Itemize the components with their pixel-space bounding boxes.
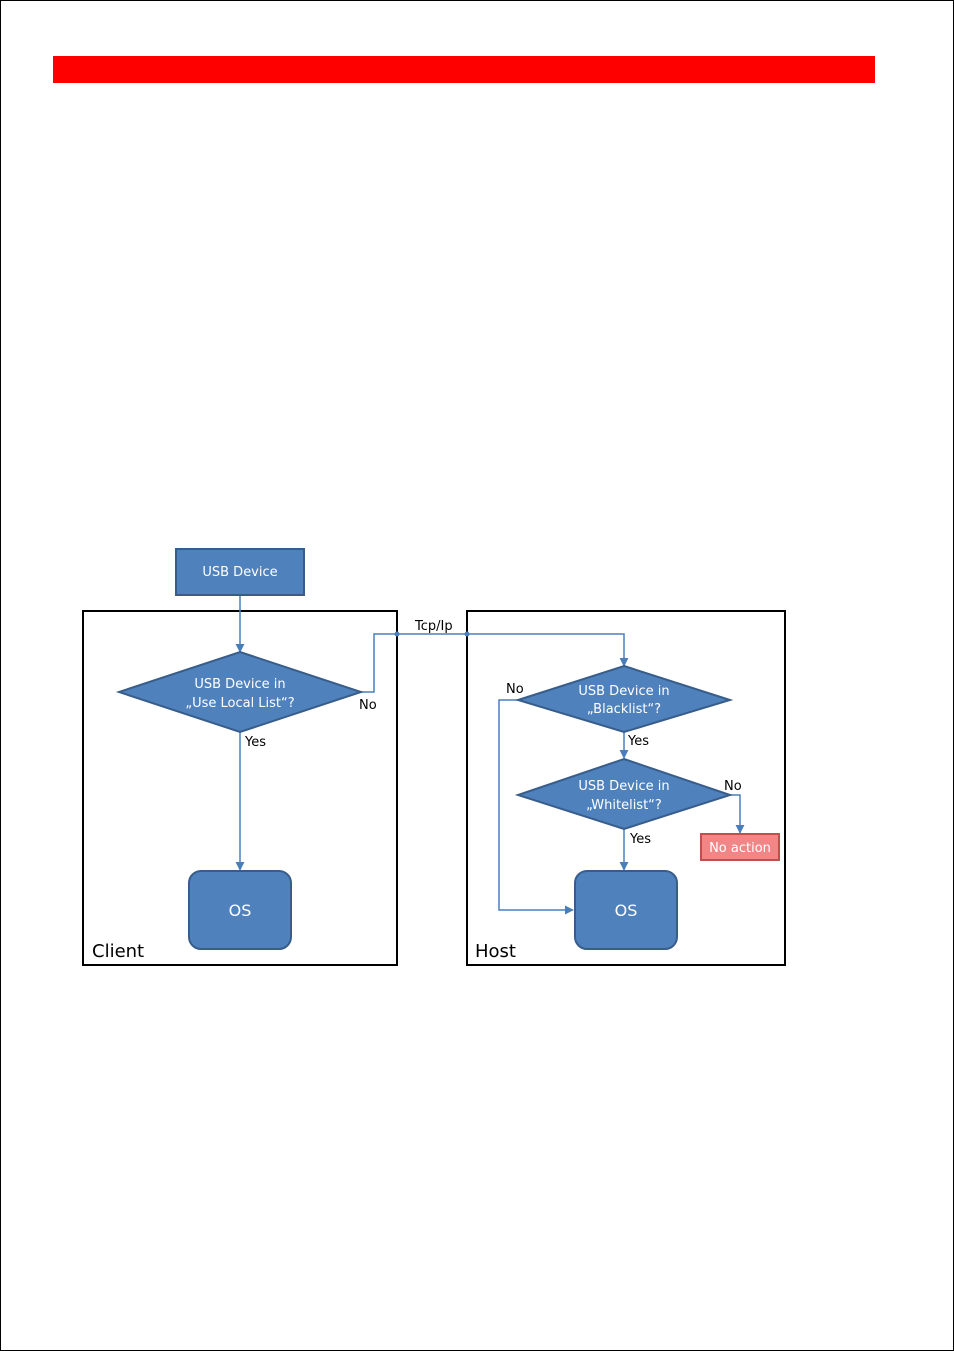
host-os-label: OS — [615, 901, 638, 920]
client-decision — [115, 650, 365, 734]
blacklist-decision-line1: USB Device in — [578, 684, 669, 699]
whitelist-no-label: No — [724, 779, 742, 794]
host-panel-label: Host — [475, 941, 516, 962]
blacklist-no-label: No — [506, 682, 524, 697]
client-decision-line1: USB Device in — [194, 677, 285, 692]
client-yes-label: Yes — [244, 735, 266, 750]
connectors — [235, 595, 745, 915]
client-decision-line2: „Use Local List“? — [185, 696, 294, 711]
client-os-label: OS — [229, 901, 252, 920]
whitelist-decision-line1: USB Device in — [578, 779, 669, 794]
whitelist-decision — [514, 757, 734, 831]
whitelist-decision-line2: „Whitelist“? — [586, 798, 662, 813]
header-bar — [53, 56, 875, 83]
host-os-node — [574, 870, 678, 950]
blacklist-decision-line2: „Blacklist“? — [587, 702, 661, 717]
tcp-ip-label: Tcp/Ip — [414, 619, 453, 634]
edge-client-no-to-host — [361, 633, 629, 693]
usb-device-node — [175, 548, 305, 596]
edge-blacklist-no-to-os — [498, 699, 574, 915]
client-no-label: No — [359, 698, 377, 713]
blacklist-decision — [514, 664, 734, 734]
junction-dot-right — [464, 631, 470, 637]
blacklist-yes-label: Yes — [627, 734, 649, 749]
edge-whitelist-no-to-no-action — [730, 794, 745, 834]
client-panel-label: Client — [92, 941, 144, 962]
whitelist-yes-label: Yes — [629, 832, 651, 847]
no-action-label: No action — [709, 841, 771, 856]
client-os-node — [188, 870, 292, 950]
usb-device-label: USB Device — [202, 565, 277, 580]
no-action-node — [700, 833, 780, 861]
junction-dot-left — [394, 631, 400, 637]
host-panel — [466, 610, 786, 966]
